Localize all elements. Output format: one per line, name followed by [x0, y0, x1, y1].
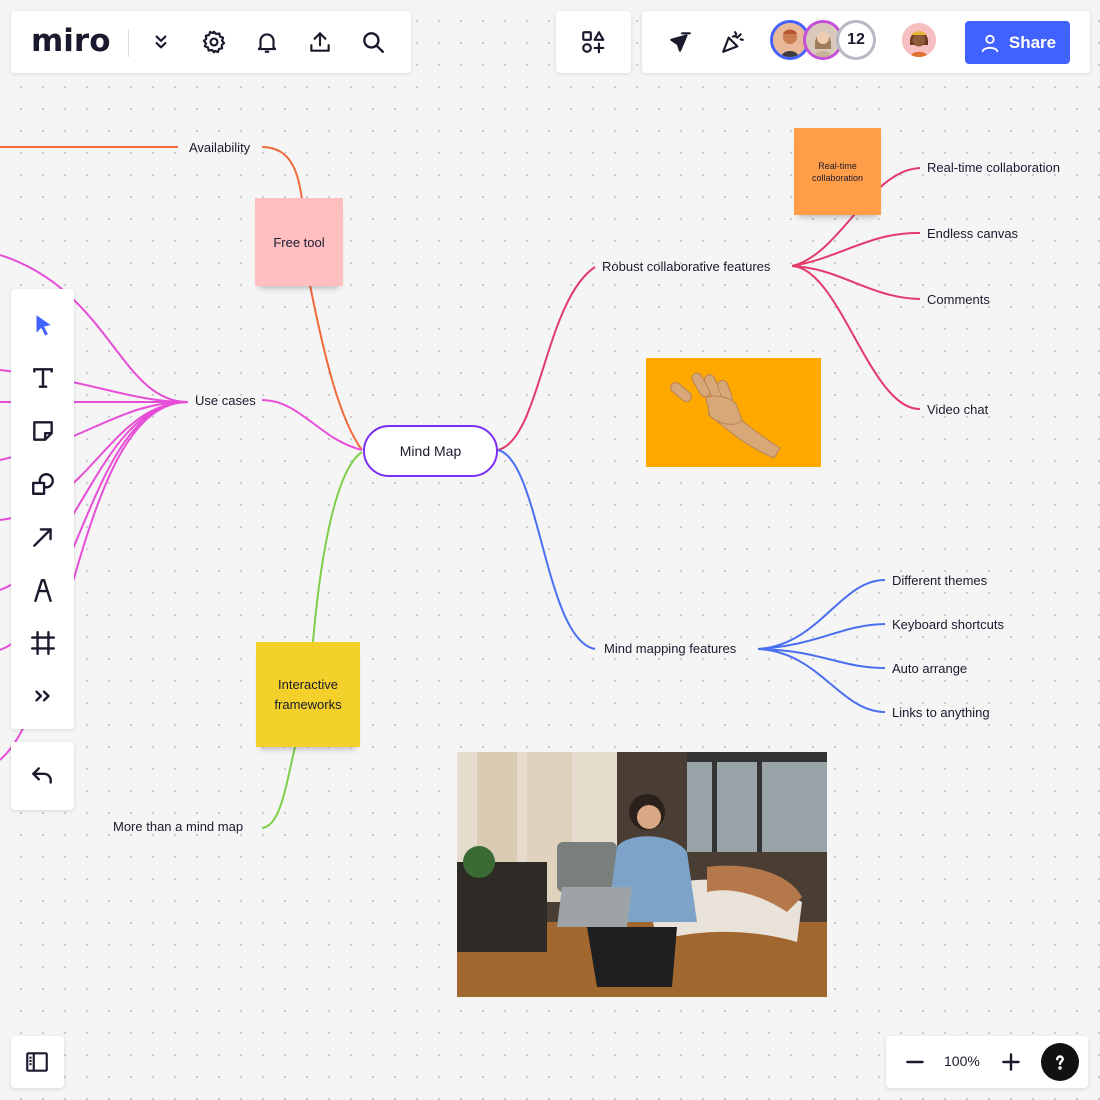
current-user-avatar[interactable] [899, 20, 939, 60]
node-availability[interactable]: Availability [189, 140, 251, 155]
node-keyboard-shortcuts[interactable]: Keyboard shortcuts [892, 617, 1005, 632]
question-mark-icon [1056, 1055, 1064, 1070]
center-node-label: Mind Map [399, 443, 462, 459]
zoom-out-icon[interactable] [899, 1046, 931, 1078]
sticky-note-realtime[interactable]: Real-time collaboration [794, 128, 881, 215]
zoom-controls: 100% [886, 1036, 1088, 1088]
top-left-toolbar: miro [11, 11, 411, 73]
sticky-note-interactive[interactable]: Interactive frameworks [256, 642, 360, 747]
chevron-down-icon[interactable] [145, 26, 177, 58]
zoom-level[interactable]: 100% [944, 1053, 980, 1069]
sidebar-panel-icon[interactable] [21, 1046, 53, 1078]
search-icon[interactable] [357, 26, 389, 58]
toolbar-divider [128, 29, 129, 57]
node-realtime-collaboration[interactable]: Real-time collaboration [927, 160, 1060, 175]
node-endless-canvas[interactable]: Endless canvas [927, 226, 1019, 241]
wooden-hand-image[interactable] [646, 358, 821, 467]
text-tool-icon[interactable] [23, 358, 63, 398]
undo-icon[interactable] [26, 760, 58, 792]
select-cursor-icon[interactable] [23, 305, 63, 345]
node-auto-arrange[interactable]: Auto arrange [892, 661, 968, 676]
connection-line-icon[interactable] [23, 517, 63, 557]
sticky-free-tool-text: Free tool [273, 234, 325, 250]
upload-icon[interactable] [304, 26, 336, 58]
help-button[interactable] [1041, 1043, 1079, 1081]
collaborator-count-badge[interactable]: 12 [836, 20, 876, 60]
node-links-to-anything[interactable]: Links to anything [892, 705, 990, 720]
more-tools-icon[interactable] [23, 676, 63, 716]
node-video-chat[interactable]: Video chat [927, 402, 989, 417]
user-icon [981, 34, 999, 52]
apps-panel [556, 11, 631, 73]
gear-icon[interactable] [198, 26, 230, 58]
node-different-themes[interactable]: Different themes [892, 573, 988, 588]
zoom-in-icon[interactable] [995, 1046, 1027, 1078]
bell-icon[interactable] [251, 26, 283, 58]
sticky-note-free-tool[interactable]: Free tool [255, 198, 343, 286]
woman-laptop-photo[interactable] [457, 752, 827, 997]
share-label: Share [1008, 32, 1057, 52]
collaborator-count: 12 [847, 31, 865, 48]
node-comments[interactable]: Comments [927, 292, 990, 307]
frame-icon[interactable] [23, 623, 63, 663]
sticky-interactive-text: Interactive frameworks [274, 676, 342, 712]
mindmap-center-node[interactable]: Mind Map [363, 425, 498, 477]
celebrate-icon[interactable] [717, 26, 749, 58]
node-mind-mapping-features[interactable]: Mind mapping features [604, 641, 737, 656]
sticky-realtime-text: Real-time collaboration [811, 160, 864, 183]
sticky-note-icon[interactable] [23, 411, 63, 451]
cursor-follow-icon[interactable] [664, 26, 696, 58]
board-panel-toggle [11, 1036, 64, 1088]
node-use-cases[interactable]: Use cases [195, 393, 256, 408]
left-toolbar [11, 289, 74, 729]
undo-panel [11, 742, 74, 810]
shapes-icon[interactable] [23, 464, 63, 504]
collaboration-panel: 12 Share [642, 11, 1090, 73]
pen-icon[interactable] [23, 570, 63, 610]
share-button[interactable]: Share [965, 21, 1070, 64]
node-robust-features[interactable]: Robust collaborative features [602, 259, 771, 274]
node-more-than-mind-map[interactable]: More than a mind map [113, 819, 244, 834]
miro-logo[interactable]: miro [31, 23, 111, 59]
shapes-apps-icon[interactable] [577, 26, 609, 58]
